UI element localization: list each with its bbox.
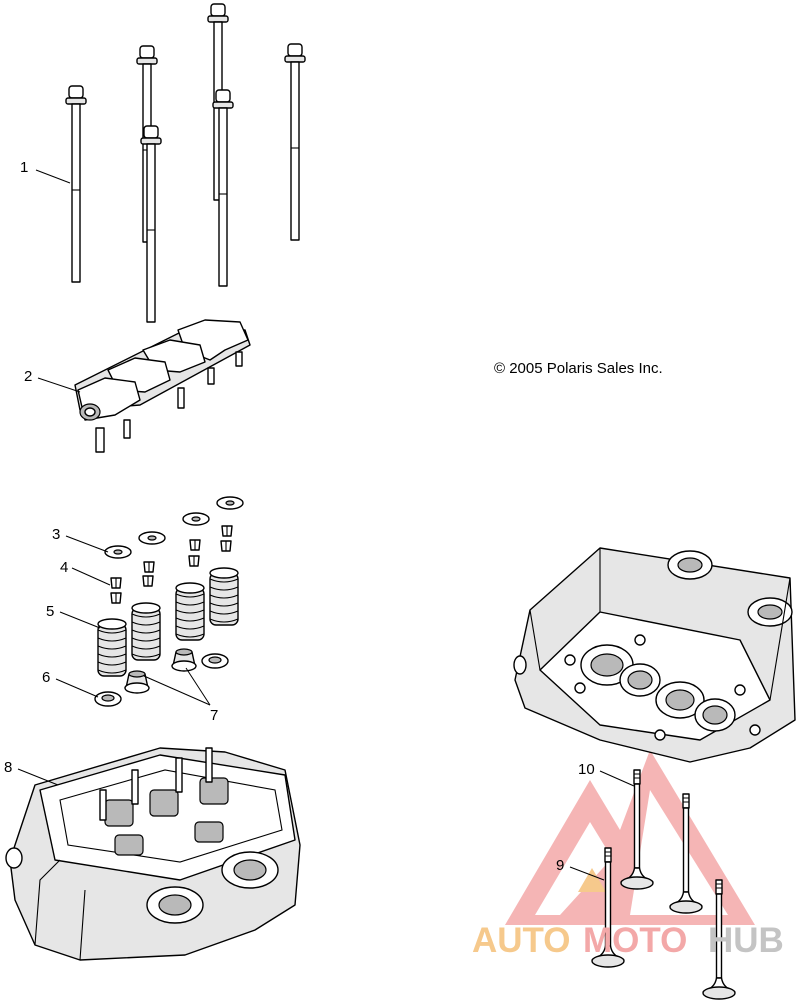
cylinder-head-underside xyxy=(513,547,796,763)
callout-6: 6 xyxy=(42,669,50,686)
callouts: 1 2 3 4 5 6 7 8 9 10 xyxy=(4,159,595,874)
rocker-arm-assembly xyxy=(74,319,251,453)
callout-10: 10 xyxy=(578,761,595,778)
leader-lines xyxy=(17,169,635,881)
watermark-moto: MOTO xyxy=(583,921,687,960)
callout-5: 5 xyxy=(46,603,54,620)
watermark-hub: HUB xyxy=(708,921,784,960)
callout-9: 9 xyxy=(556,857,564,874)
cylinder-head-assembled xyxy=(5,747,301,961)
watermark-text: AUTO MOTO HUB xyxy=(472,921,784,960)
callout-7: 7 xyxy=(210,707,218,724)
callout-1: 1 xyxy=(20,159,28,176)
head-bolts xyxy=(65,3,306,323)
callout-2: 2 xyxy=(24,368,32,385)
callout-4: 4 xyxy=(60,559,68,576)
callout-8: 8 xyxy=(4,759,12,776)
watermark-auto: AUTO xyxy=(472,921,571,960)
callout-3: 3 xyxy=(52,526,60,543)
copyright-notice: © 2005 Polaris Sales Inc. xyxy=(494,360,663,377)
